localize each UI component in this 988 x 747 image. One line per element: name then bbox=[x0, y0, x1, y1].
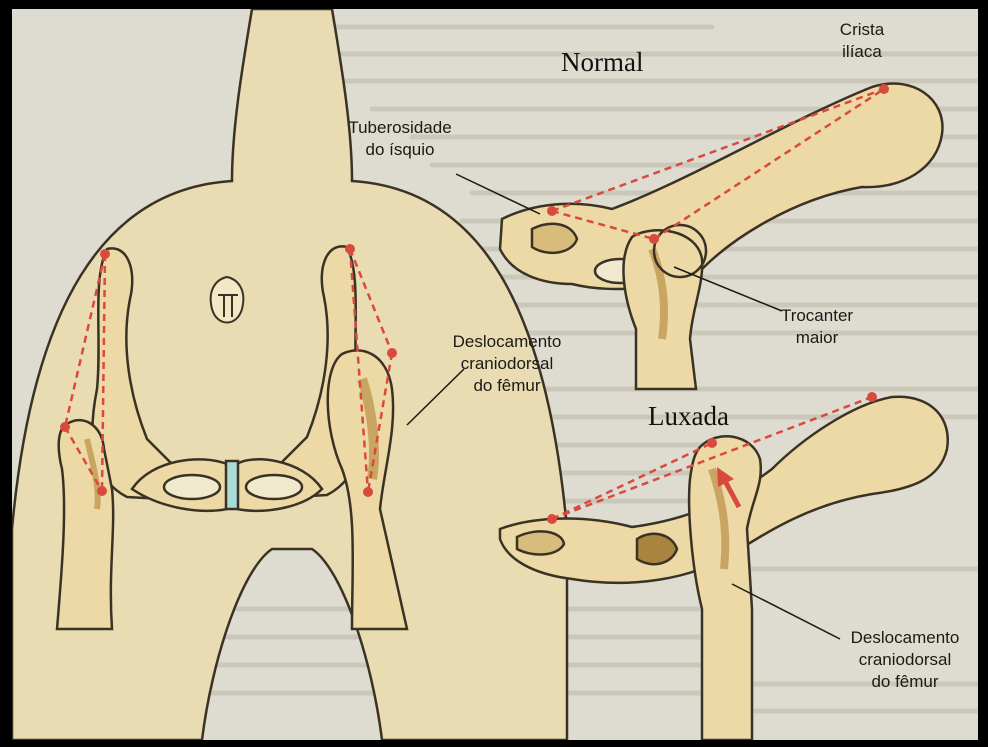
label-tuberosidade-isquio: Tuberosidade do ísquio bbox=[330, 117, 470, 161]
label-line: Crista bbox=[802, 19, 922, 41]
label-line: do fêmur bbox=[830, 671, 978, 693]
label-line: Tuberosidade bbox=[330, 117, 470, 139]
label-crista-iliaca: Crista ilíaca bbox=[802, 19, 922, 63]
label-trocanter-maior: Trocanter maior bbox=[757, 305, 877, 349]
label-line: craniodorsal bbox=[830, 649, 978, 671]
label-line: Deslocamento bbox=[432, 331, 582, 353]
label-deslocamento-craniodorsal-right: Deslocamento craniodorsal do fêmur bbox=[830, 627, 978, 693]
label-line: Deslocamento bbox=[830, 627, 978, 649]
label-deslocamento-craniodorsal-left: Deslocamento craniodorsal do fêmur bbox=[432, 331, 582, 397]
title-normal: Normal bbox=[561, 47, 643, 78]
label-line: maior bbox=[757, 327, 877, 349]
anatomy-figure: Normal Luxada Crista ilíaca Tuberosidade… bbox=[12, 9, 978, 740]
title-luxada: Luxada bbox=[648, 401, 729, 432]
label-line: ilíaca bbox=[802, 41, 922, 63]
label-line: do ísquio bbox=[330, 139, 470, 161]
label-line: craniodorsal bbox=[432, 353, 582, 375]
label-line: do fêmur bbox=[432, 375, 582, 397]
label-line: Trocanter bbox=[757, 305, 877, 327]
